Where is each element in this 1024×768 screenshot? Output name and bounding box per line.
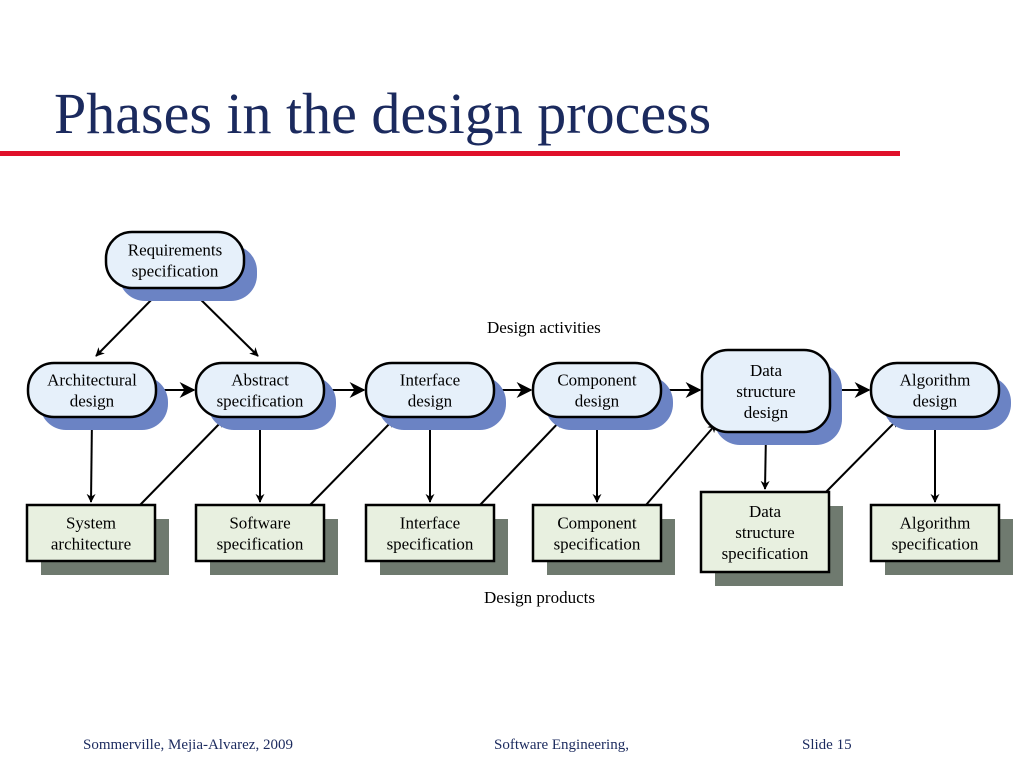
product-node — [869, 503, 1001, 563]
activity-label-line: design — [408, 392, 453, 411]
product-label-line: Algorithm — [900, 514, 971, 533]
arrow-product-to-next-activity — [139, 418, 225, 506]
product-label: Interface specification — [387, 514, 474, 554]
product-label-line: Software — [229, 514, 290, 533]
product-label-line: Data — [749, 502, 782, 521]
arrow-product-to-next-activity — [309, 418, 395, 506]
footer-slide-number: Slide 15 — [802, 737, 852, 753]
title-underline — [0, 151, 900, 156]
activity-label-line: design — [913, 392, 958, 411]
product-label: System architecture — [51, 514, 131, 554]
product-label-line: specification — [892, 535, 979, 554]
activity-label: Component design — [557, 371, 637, 411]
product-label-line: Interface — [400, 514, 460, 533]
activity-label-line: Abstract — [231, 371, 289, 390]
design-products-label: Design products — [484, 588, 595, 607]
product-node — [194, 503, 326, 563]
activity-label-line: design — [744, 403, 789, 422]
product-label: Component specification — [554, 514, 641, 554]
product-label-line: specification — [387, 535, 474, 554]
activity-label-line: specification — [217, 392, 304, 411]
activity-label: Interface design — [400, 371, 460, 411]
arrow-activity-to-product — [86, 416, 96, 503]
product-label-line: Component — [557, 514, 637, 533]
product-label-line: architecture — [51, 535, 131, 554]
product-node — [364, 503, 496, 563]
product-node — [699, 490, 831, 574]
product-label: Data structure specification — [722, 502, 809, 563]
requirements-label: Requirements specification — [128, 241, 222, 281]
activity-node — [364, 361, 496, 419]
requirements-label-line: specification — [132, 262, 219, 281]
activity-label-line: Architectural — [47, 371, 137, 390]
product-label-line: specification — [554, 535, 641, 554]
page-title: Phases in the design process — [54, 81, 712, 146]
activity-node — [26, 361, 158, 419]
requirements-node — [104, 230, 246, 290]
activity-label-line: design — [575, 392, 620, 411]
product-node — [531, 503, 663, 563]
product-label-line: specification — [722, 544, 809, 563]
activity-label-line: Interface — [400, 371, 460, 390]
product-label-line: structure — [735, 523, 794, 542]
activity-label-line: Algorithm — [900, 371, 971, 390]
requirements-label-line: Requirements — [128, 241, 222, 260]
product-label-line: System — [66, 514, 116, 533]
activity-label: Abstract specification — [217, 371, 304, 411]
arrow-product-to-next-activity — [825, 418, 899, 493]
activity-label: Architectural design — [47, 371, 137, 411]
product-label: Software specification — [217, 514, 304, 554]
arrow-product-to-next-activity — [479, 418, 563, 506]
activity-node — [194, 361, 326, 419]
activity-node — [531, 361, 663, 419]
activity-node — [869, 361, 1001, 419]
activity-label-line: Component — [557, 371, 637, 390]
activity-label: Data structure design — [736, 361, 795, 422]
footer-authors: Sommerville, Mejia-Alvarez, 2009 — [83, 737, 293, 753]
product-label: Algorithm specification — [892, 514, 979, 554]
design-activities-label: Design activities — [487, 318, 601, 337]
activity-label-line: structure — [736, 382, 795, 401]
product-node — [25, 503, 157, 563]
activity-label: Algorithm design — [900, 371, 971, 411]
activity-node — [700, 348, 832, 434]
nodes-layer — [25, 230, 1013, 586]
product-label-line: specification — [217, 535, 304, 554]
activity-label-line: design — [70, 392, 115, 411]
footer-course: Software Engineering, — [494, 737, 629, 753]
activity-label-line: Data — [750, 361, 783, 380]
arrow-product-to-next-activity — [645, 423, 717, 506]
